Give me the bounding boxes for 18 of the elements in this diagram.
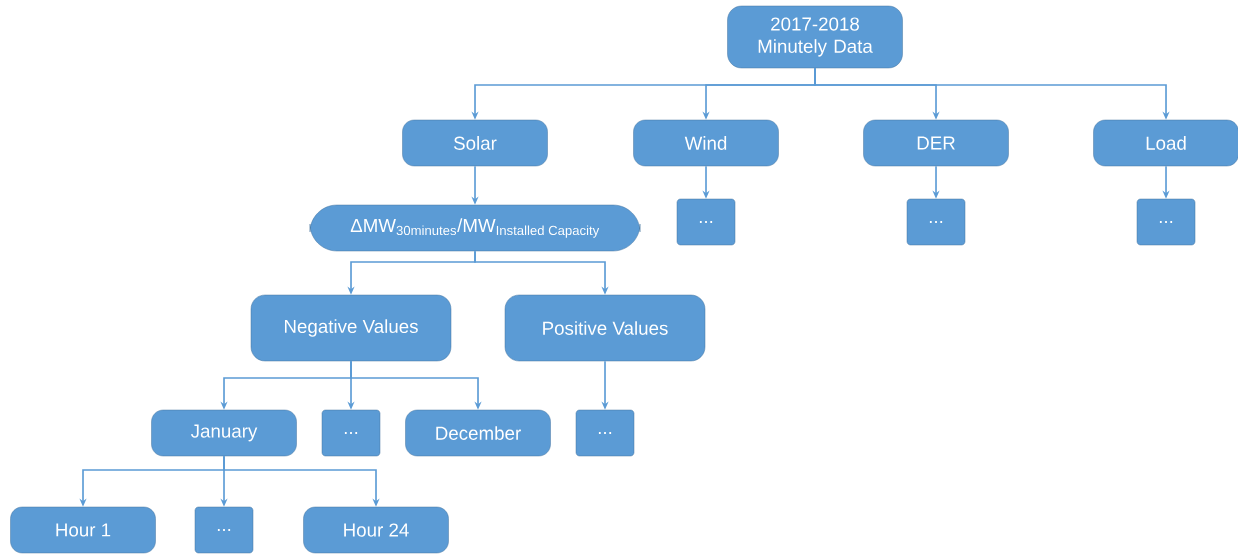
data-box: Solar: [402, 119, 548, 167]
data-box: ...: [1136, 198, 1196, 246]
data-box: DER: [863, 119, 1009, 167]
data-box: Wind: [633, 119, 779, 167]
data-box: ...: [194, 506, 254, 554]
data-box: 2017-2018 Minutely Data: [727, 5, 903, 69]
data-box: Positive Values: [504, 294, 706, 362]
data-box: $\text{ΔMW}_{\text{30minutes}}\text{/MW}_{\text{Installed Capacity}}$: [309, 204, 641, 252]
data-box: Hour 1: [10, 506, 156, 554]
data-box: ...: [575, 409, 635, 457]
data-box: Load: [1093, 119, 1238, 167]
data-box: ...: [321, 409, 381, 457]
data-box: January: [151, 409, 297, 457]
data-box: ...: [676, 198, 736, 246]
data-box: December: [405, 409, 551, 457]
data-box: Negative Values: [250, 294, 452, 362]
data-box: ...: [906, 198, 966, 246]
data-box: Hour 24: [303, 506, 449, 554]
